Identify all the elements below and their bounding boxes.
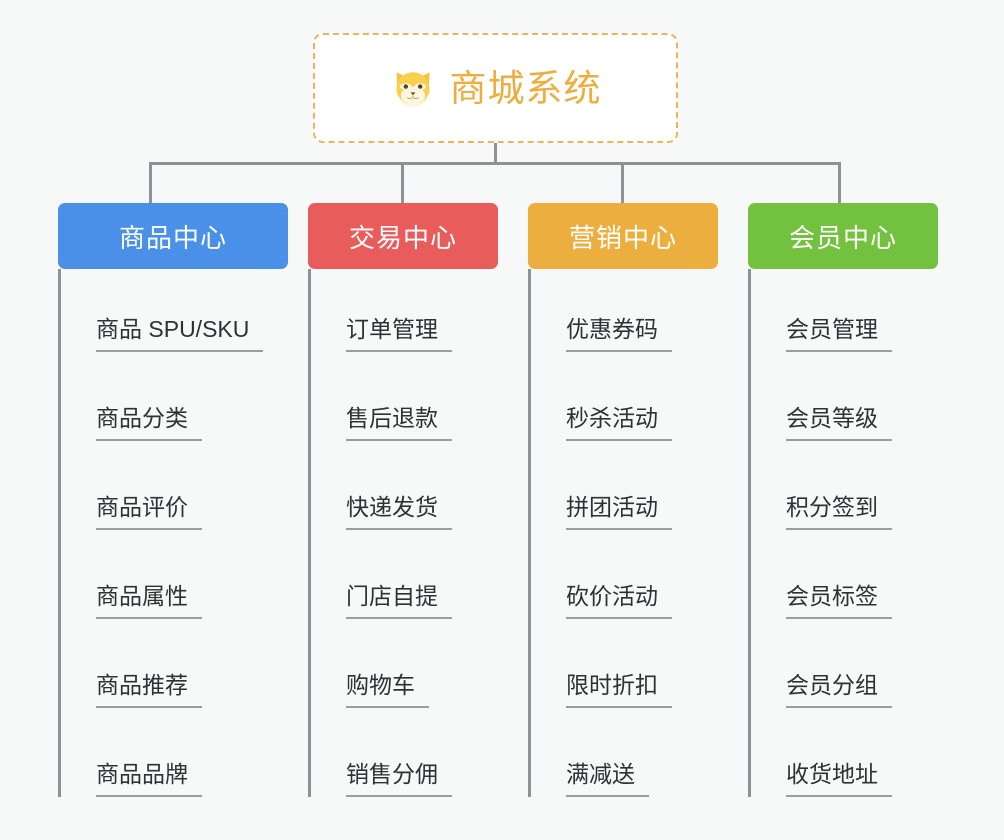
list-item[interactable]: 收货地址 [748,714,938,803]
list-item[interactable]: 砍价活动 [528,536,718,625]
leaf-label: 收货地址 [786,761,892,797]
leaf-label: 优惠券码 [566,316,672,352]
list-item[interactable]: 限时折扣 [528,625,718,714]
leaf-label: 商品属性 [96,583,202,619]
list-item[interactable]: 秒杀活动 [528,358,718,447]
category-column-product: 商品中心 商品 SPU/SKU 商品分类 商品评价 商品属性 商品推荐 商品品牌 [58,203,288,803]
leaf-label: 购物车 [346,672,429,708]
connector-root-stem [494,143,497,164]
category-column-member: 会员中心 会员管理 会员等级 积分签到 会员标签 会员分组 收货地址 [748,203,938,803]
list-item[interactable]: 会员等级 [748,358,938,447]
leaf-label: 商品评价 [96,494,202,530]
leaf-label: 售后退款 [346,405,452,441]
connector-horizontal-bus [150,162,840,165]
connector-drop-4 [838,162,841,205]
connector-drop-1 [149,162,152,205]
leaf-list-product: 商品 SPU/SKU 商品分类 商品评价 商品属性 商品推荐 商品品牌 [58,269,288,803]
list-item[interactable]: 销售分佣 [308,714,498,803]
list-item[interactable]: 满减送 [528,714,718,803]
list-item[interactable]: 商品 SPU/SKU [58,269,288,358]
leaf-label: 砍价活动 [566,583,672,619]
trunk-line-product [58,269,61,797]
leaf-label: 销售分佣 [346,761,452,797]
trunk-line-member [748,269,751,797]
list-item[interactable]: 会员标签 [748,536,938,625]
leaf-label: 会员分组 [786,672,892,708]
leaf-label: 门店自提 [346,583,452,619]
leaf-label: 积分签到 [786,494,892,530]
leaf-list-member: 会员管理 会员等级 积分签到 会员标签 会员分组 收货地址 [748,269,938,803]
leaf-list-trade: 订单管理 售后退款 快递发货 门店自提 购物车 销售分佣 [308,269,498,803]
category-header-label: 会员中心 [788,222,897,253]
connector-drop-3 [621,162,624,205]
list-item[interactable]: 快递发货 [308,447,498,536]
connector-drop-2 [401,162,404,205]
leaf-label: 商品品牌 [96,761,202,797]
leaf-label: 会员等级 [786,405,892,441]
root-node[interactable]: 商城系统 [313,33,678,143]
category-header-member[interactable]: 会员中心 [748,203,938,269]
category-column-trade: 交易中心 订单管理 售后退款 快递发货 门店自提 购物车 销售分佣 [308,203,498,803]
category-header-product[interactable]: 商品中心 [58,203,288,269]
list-item[interactable]: 商品评价 [58,447,288,536]
leaf-label: 拼团活动 [566,494,672,530]
category-column-marketing: 营销中心 优惠券码 秒杀活动 拼团活动 砍价活动 限时折扣 满减送 [528,203,718,803]
list-item[interactable]: 订单管理 [308,269,498,358]
category-header-marketing[interactable]: 营销中心 [528,203,718,269]
list-item[interactable]: 会员管理 [748,269,938,358]
list-item[interactable]: 购物车 [308,625,498,714]
list-item[interactable]: 积分签到 [748,447,938,536]
leaf-label: 会员管理 [786,316,892,352]
trunk-line-marketing [528,269,531,797]
leaf-label: 商品 SPU/SKU [96,316,264,352]
list-item[interactable]: 商品推荐 [58,625,288,714]
leaf-label: 会员标签 [786,583,892,619]
category-header-trade[interactable]: 交易中心 [308,203,498,269]
leaf-label: 商品推荐 [96,672,202,708]
list-item[interactable]: 售后退款 [308,358,498,447]
list-item[interactable]: 门店自提 [308,536,498,625]
root-title: 商城系统 [449,67,602,109]
leaf-list-marketing: 优惠券码 秒杀活动 拼团活动 砍价活动 限时折扣 满减送 [528,269,718,803]
trunk-line-trade [308,269,311,797]
leaf-label: 订单管理 [346,316,452,352]
list-item[interactable]: 会员分组 [748,625,938,714]
leaf-label: 快递发货 [346,494,452,530]
leaf-label: 秒杀活动 [566,405,672,441]
list-item[interactable]: 商品分类 [58,358,288,447]
category-header-label: 商品中心 [118,222,227,253]
category-header-label: 营销中心 [568,222,677,253]
leaf-label: 满减送 [566,761,649,797]
shiba-dog-icon [395,72,430,108]
list-item[interactable]: 拼团活动 [528,447,718,536]
leaf-label: 限时折扣 [566,672,672,708]
list-item[interactable]: 商品属性 [58,536,288,625]
list-item[interactable]: 商品品牌 [58,714,288,803]
leaf-label: 商品分类 [96,405,202,441]
list-item[interactable]: 优惠券码 [528,269,718,358]
category-header-label: 交易中心 [348,222,457,253]
